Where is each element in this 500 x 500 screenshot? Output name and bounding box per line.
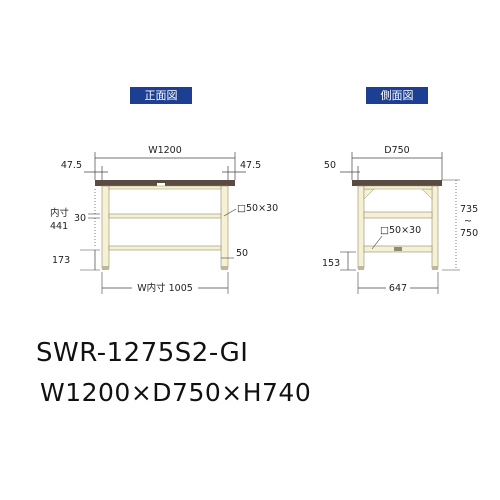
side-middle-rail [363,211,433,219]
side-lower-height-label: 153 [322,258,340,269]
side-pipe-leader [371,235,383,250]
front-view: W1200 47.5 47.5 内寸 441 30 173 [50,145,278,294]
side-apron [363,185,433,190]
front-view-title: 正面図 [130,87,192,104]
side-pipe-label: □50×30 [380,225,421,236]
front-leg-size-label: 50 [236,248,248,259]
side-inner-depth-label-bg [386,281,410,293]
front-foot-left [102,266,109,270]
side-height-tilde: ~ [464,216,472,227]
front-width-label: W1200 [148,145,182,156]
side-gusset-right [421,188,433,200]
front-pipe-label: □50×30 [237,203,278,214]
side-table-top [352,180,442,186]
front-lower-height-label: 173 [52,255,70,266]
side-inner-depth-label: 647 [389,283,407,294]
front-foot-right [221,266,228,270]
side-offset-label: 50 [324,160,336,171]
side-height-bottom-label: 750 [460,228,478,239]
front-middle-rail [108,213,222,219]
front-offset-right-label: 47.5 [240,160,261,171]
front-apron [108,185,222,190]
side-height-top-label: 735 [460,204,478,215]
side-adjuster [394,247,402,251]
side-leg-right [431,185,439,269]
side-depth-label: D750 [384,145,409,156]
side-foot-left [358,266,364,270]
front-inner-height-label-1: 内寸 [50,207,70,219]
side-gusset-left [363,188,375,200]
front-rail-height-label: 30 [74,213,86,224]
front-leg-left [101,185,110,269]
product-model: SWR-1275S2-GI [36,338,249,368]
side-foot-right [432,266,438,270]
front-pipe-leader [223,208,237,217]
side-view-title: 側面図 [366,87,428,104]
front-inner-height-label-2: 441 [50,221,68,232]
front-inner-width-label: W内寸 1005 [137,282,193,294]
side-view: D750 50 □50×30 735 ~ 750 153 [322,145,478,294]
front-offset-left-label: 47.5 [61,160,82,171]
side-leg-left [357,185,365,269]
front-lower-rail [108,245,222,251]
front-leg-right [220,185,229,269]
front-label-plate [157,183,165,186]
product-dimensions: W1200×D750×H740 [40,378,312,407]
front-inner-width-label-bg [132,281,198,293]
